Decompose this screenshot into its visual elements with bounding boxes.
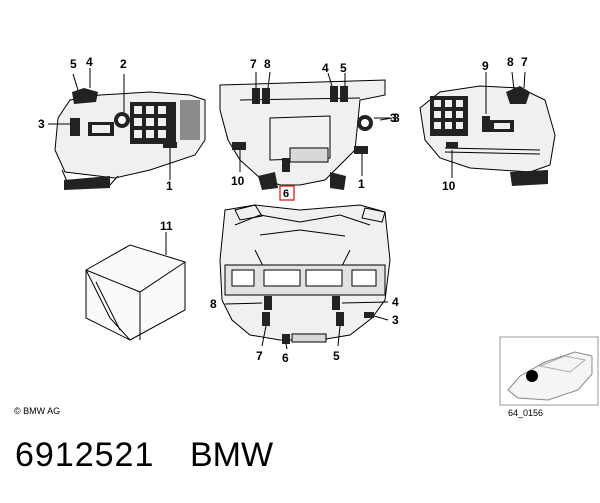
- reference-code: 64_0156: [508, 408, 543, 418]
- box-part-11: [85, 232, 186, 341]
- callout-bc-4: 4: [392, 295, 399, 309]
- callout-tl-2: 2: [120, 57, 127, 71]
- callout-bc-6: 6: [282, 351, 289, 365]
- callout-tc-6: 6: [283, 188, 289, 200]
- callout-tl-5: 5: [70, 57, 77, 71]
- callout-tl-1: 1: [166, 179, 173, 193]
- callout-tc-3: 3: [393, 111, 400, 125]
- parts-diagram: 5 4 2 3 1 7 8 4 5 3 10 6 1: [14, 55, 599, 418]
- callout-tc-1: 1: [358, 177, 365, 191]
- callout-bl-11: 11: [160, 219, 173, 233]
- callout-tc-8: 8: [264, 57, 271, 71]
- callout-tl-4: 4: [86, 55, 93, 69]
- callout-tc-4: 4: [322, 61, 329, 75]
- assembly-top-right: [379, 71, 556, 186]
- callout-tc-5: 5: [340, 61, 347, 75]
- callout-bc-5: 5: [333, 349, 340, 363]
- assembly-top-left: [48, 68, 206, 190]
- location-marker: [526, 370, 538, 382]
- copyright-text: © BMW AG: [14, 406, 60, 416]
- assembly-top-center: [219, 71, 390, 201]
- assembly-bottom-center: [219, 204, 391, 350]
- callout-tc-7: 7: [250, 57, 257, 71]
- part-number: 6912521: [15, 436, 155, 474]
- callout-bc-8: 8: [210, 297, 217, 311]
- callout-tr-7: 7: [521, 55, 528, 69]
- callout-tc-10: 10: [231, 174, 245, 188]
- callout-tr-10: 10: [442, 179, 456, 193]
- callout-bc-7: 7: [256, 349, 263, 363]
- callout-tr-8: 8: [507, 55, 514, 69]
- car-location-inset: [499, 336, 599, 406]
- brand-name: BMW: [190, 436, 274, 474]
- callout-tr-3: 3: [390, 111, 397, 125]
- callout-bc-3: 3: [392, 313, 399, 327]
- callout-tr-9: 9: [482, 59, 489, 73]
- callout-tl-3: 3: [38, 117, 45, 131]
- highlight-box: [279, 185, 295, 201]
